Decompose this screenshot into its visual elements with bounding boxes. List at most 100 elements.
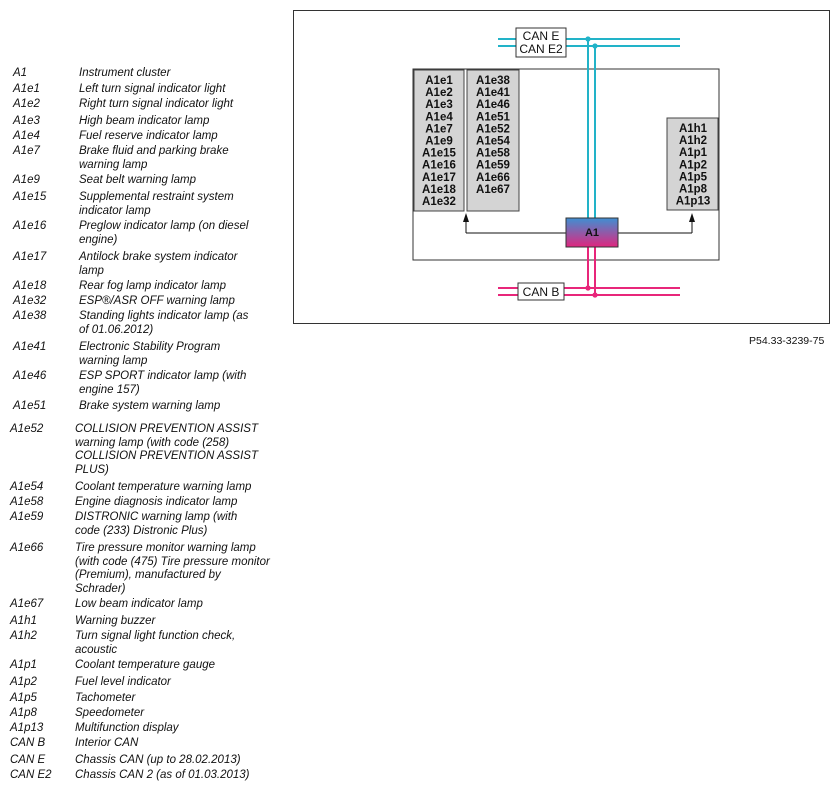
legend-code: A1e67 bbox=[10, 598, 44, 610]
legend-code: A1e3 bbox=[13, 115, 40, 127]
legend-description: COLLISION PREVENTION ASSIST warning lamp… bbox=[75, 423, 258, 476]
lamp-code: A1e54 bbox=[476, 136, 510, 148]
lamp-code: A1e2 bbox=[425, 87, 453, 99]
legend-description: Instrument cluster bbox=[79, 67, 171, 79]
legend-description: Interior CAN bbox=[75, 737, 139, 749]
lamp-code: A1p13 bbox=[676, 196, 711, 208]
lamp-code: A1h2 bbox=[679, 135, 707, 147]
can-e-label-box bbox=[515, 27, 567, 58]
lamp-code: A1e66 bbox=[476, 172, 510, 184]
legend-description: Fuel reserve indicator lamp bbox=[79, 130, 218, 142]
legend-description: Seat belt warning lamp bbox=[79, 174, 196, 186]
legend-description: Tachometer bbox=[75, 692, 136, 704]
legend-description: Warning buzzer bbox=[75, 615, 156, 627]
legend-code: CAN E2 bbox=[10, 769, 52, 781]
lamp-code: A1e1 bbox=[425, 75, 453, 87]
lamp-code: A1p5 bbox=[679, 171, 708, 183]
lamp-code: A1e17 bbox=[422, 172, 456, 184]
lamp-code: A1e16 bbox=[422, 160, 456, 172]
legend-description: Fuel level indicator bbox=[75, 676, 171, 688]
legend-description: Speedometer bbox=[75, 707, 145, 719]
legend-description: Tire pressure monitor warning lamp (with… bbox=[75, 542, 270, 595]
legend-description: DISTRONIC warning lamp (with code (233) … bbox=[75, 511, 238, 537]
legend-description: Brake system warning lamp bbox=[79, 400, 221, 412]
legend-description: Electronic Stability Program warning lam… bbox=[79, 341, 221, 367]
legend-code: A1e15 bbox=[13, 191, 47, 203]
can-e2-junction bbox=[592, 43, 598, 49]
legend-code: A1e41 bbox=[13, 341, 47, 353]
legend-code: A1e18 bbox=[13, 280, 47, 292]
legend-code: A1e4 bbox=[13, 130, 40, 142]
legend-code: A1e7 bbox=[13, 145, 40, 157]
lamp-box-left-1 bbox=[413, 69, 465, 212]
legend-code: A1e1 bbox=[13, 83, 40, 95]
legend-description: Left turn signal indicator light bbox=[79, 83, 226, 95]
lamp-code: A1e59 bbox=[476, 160, 510, 172]
legend-description: Supplemental restraint system indicator … bbox=[79, 191, 234, 217]
legend-description: Turn signal light function check, acoust… bbox=[75, 630, 236, 656]
can-e-label: CAN E bbox=[523, 29, 560, 43]
legend-description: Low beam indicator lamp bbox=[75, 598, 203, 610]
diagram-svg: CAN E CAN E2 CAN B A1e1A1e2A1e3A1e4A1e7A… bbox=[412, 27, 720, 301]
legend-description: Right turn signal indicator light bbox=[79, 98, 234, 110]
arrow-head-right bbox=[689, 213, 695, 222]
arrow-head-left bbox=[463, 213, 469, 222]
legend-code: A1p2 bbox=[10, 676, 37, 688]
lamp-code: A1e9 bbox=[425, 136, 453, 148]
legend-description: Chassis CAN (up to 28.02.2013) bbox=[75, 754, 241, 766]
lamp-code: A1e52 bbox=[476, 123, 510, 135]
legend-code: A1p5 bbox=[10, 692, 37, 704]
lamp-code: A1e41 bbox=[476, 87, 510, 99]
legend-code: A1p8 bbox=[10, 707, 37, 719]
legend-code: A1h2 bbox=[10, 630, 37, 642]
legend-code: A1e38 bbox=[13, 310, 47, 322]
legend-code: A1 bbox=[13, 67, 28, 79]
legend-description: ESP®/ASR OFF warning lamp bbox=[79, 295, 235, 307]
lamp-code: A1e51 bbox=[476, 111, 510, 123]
lamp-code: A1e3 bbox=[425, 99, 453, 111]
legend-code: A1e52 bbox=[10, 423, 44, 435]
legend-code: A1h1 bbox=[10, 615, 37, 627]
lamp-list-left-1: A1e1A1e2A1e3A1e4A1e7A1e9A1e15A1e16A1e17A… bbox=[422, 75, 456, 208]
legend-code: A1e58 bbox=[10, 496, 44, 508]
lamp-list-left-2: A1e38A1e41A1e46A1e51A1e52A1e54A1e58A1e59… bbox=[476, 75, 510, 196]
legend-description: Chassis CAN 2 (as of 01.03.2013) bbox=[75, 769, 250, 781]
lamp-code: A1e38 bbox=[476, 75, 510, 87]
lamp-code: A1e15 bbox=[422, 148, 456, 160]
lamp-code: A1p2 bbox=[679, 159, 707, 171]
legend-code: A1e51 bbox=[13, 400, 47, 412]
lamp-code: A1p1 bbox=[679, 147, 708, 159]
a1-control-unit bbox=[565, 217, 619, 248]
can-b-junction-2 bbox=[592, 292, 598, 298]
legend-description: Preglow indicator lamp (on diesel engine… bbox=[79, 220, 249, 246]
can-e-junction bbox=[585, 36, 591, 42]
instrument-cluster-outline bbox=[412, 68, 720, 261]
legend-code: A1p1 bbox=[10, 659, 37, 671]
can-b-junction-1 bbox=[585, 285, 591, 291]
legend-description: Engine diagnosis indicator lamp bbox=[75, 496, 238, 508]
lamp-box-left-2 bbox=[466, 69, 520, 212]
legend-code: A1e54 bbox=[10, 481, 44, 493]
legend-code: CAN B bbox=[10, 737, 46, 749]
legend-code: A1e2 bbox=[13, 98, 40, 110]
lamp-code: A1p8 bbox=[679, 184, 708, 196]
lamp-code: A1e4 bbox=[425, 111, 453, 123]
legend-description: High beam indicator lamp bbox=[79, 115, 210, 127]
legend-description: Coolant temperature gauge bbox=[75, 659, 216, 671]
lamp-code: A1e7 bbox=[425, 123, 453, 135]
lamp-code: A1h1 bbox=[679, 123, 708, 135]
lamp-box-right bbox=[666, 117, 719, 211]
legend-description: Coolant temperature warning lamp bbox=[75, 481, 252, 493]
legend-code: A1e9 bbox=[13, 174, 40, 186]
legend-description: Brake fluid and parking brake warning la… bbox=[79, 145, 229, 171]
legend-description: Standing lights indicator lamp (as of 01… bbox=[79, 310, 249, 336]
legend-description: Antilock brake system indicator lamp bbox=[79, 251, 238, 277]
legend-code: A1e16 bbox=[13, 220, 47, 232]
legend-code: A1e59 bbox=[10, 511, 44, 523]
lamp-code: A1e18 bbox=[422, 184, 456, 196]
lamp-code: A1e32 bbox=[422, 196, 456, 208]
legend-code: A1p13 bbox=[10, 722, 44, 734]
legend-description: Multifunction display bbox=[75, 722, 179, 734]
